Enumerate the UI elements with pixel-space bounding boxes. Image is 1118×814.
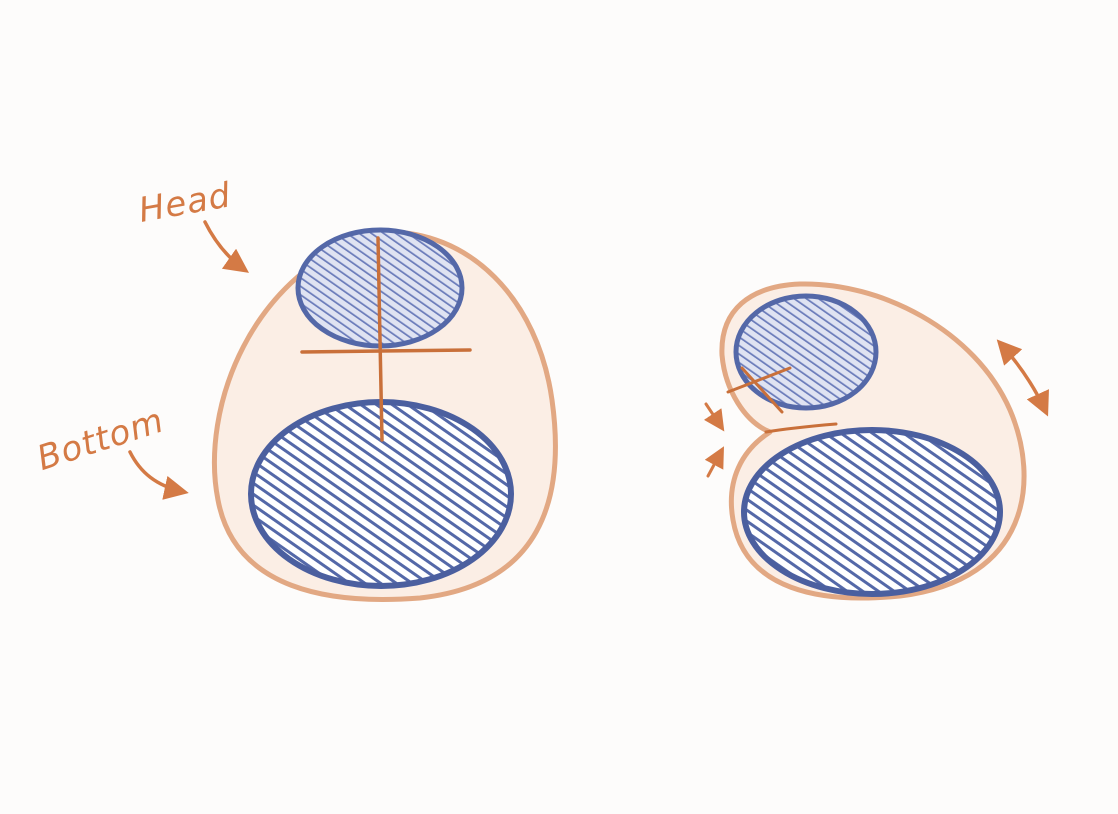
compress-arrow-top-icon (703, 402, 725, 432)
squashed-figure (719, 281, 1027, 601)
upright-figure (212, 227, 558, 602)
squashed-head-shape (733, 293, 879, 411)
bottom-label: Bottom (32, 401, 169, 479)
compress-arrow-bottom-icon (704, 446, 724, 478)
squashed-bottom-shape (741, 427, 1003, 597)
upright-vertical-guide (376, 236, 384, 442)
bottom-arrow-icon (128, 450, 189, 500)
upright-horizontal-guide (300, 348, 472, 354)
squashed-neck-guide-2 (726, 366, 792, 394)
squashed-neck-crease (764, 422, 838, 434)
head-arrow-icon (203, 220, 250, 273)
stretch-double-arrow-icon (996, 339, 1049, 417)
squashed-neck-guide-1 (740, 366, 784, 414)
head-label: Head (136, 175, 234, 231)
